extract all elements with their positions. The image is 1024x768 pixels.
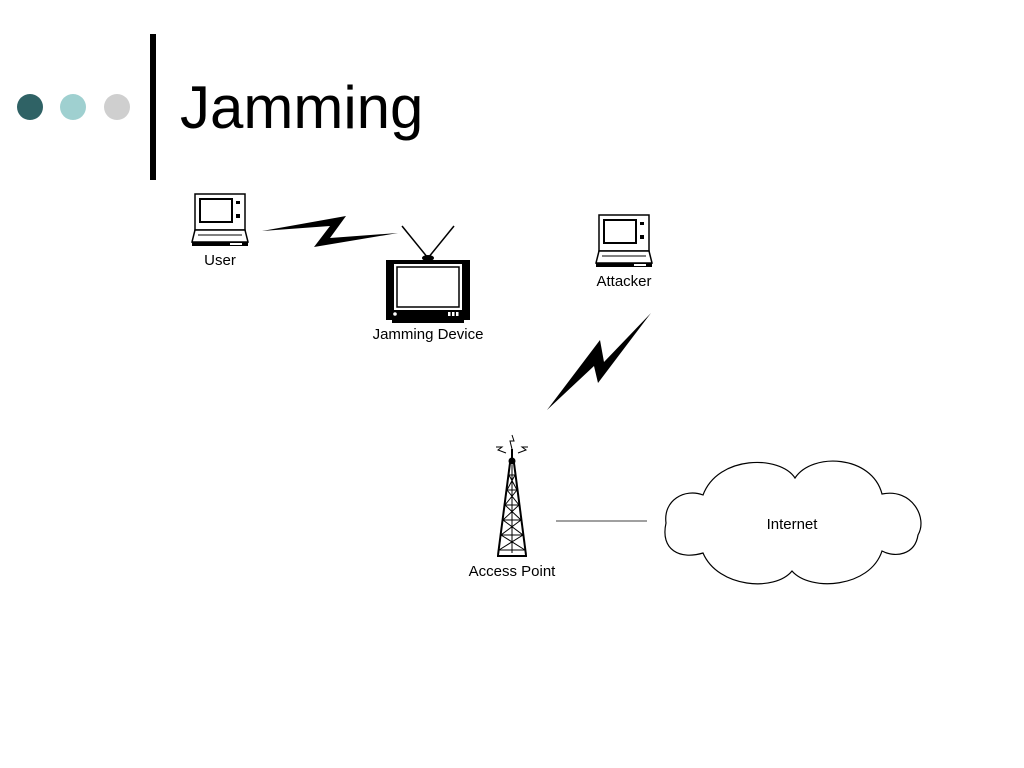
bullet-dot-3 (104, 94, 130, 120)
lightning-bolt-attacker-ap (547, 313, 651, 410)
attacker-node: Attacker (595, 214, 653, 290)
internet-label: Internet (767, 516, 819, 533)
title-divider (150, 34, 156, 180)
user-node: User (191, 193, 249, 269)
antenna-tower-icon (496, 434, 528, 557)
lightning-bolt-user-jammer (262, 216, 398, 247)
laptop-icon (191, 193, 249, 246)
slide-title: Jamming (180, 74, 424, 141)
bullet-dot-1 (17, 94, 43, 120)
cloud-icon (664, 460, 922, 585)
user-label: User (204, 252, 236, 269)
attacker-label: Attacker (596, 273, 651, 290)
internet-node: Internet (664, 460, 922, 585)
tv-icon (386, 225, 470, 323)
bullet-dot-2 (60, 94, 86, 120)
access-point-node: Access Point (469, 434, 557, 580)
laptop-icon (595, 214, 653, 267)
jammer-node: Jamming Device (373, 225, 484, 343)
access-point-label: Access Point (469, 563, 557, 580)
jammer-label: Jamming Device (373, 326, 484, 343)
